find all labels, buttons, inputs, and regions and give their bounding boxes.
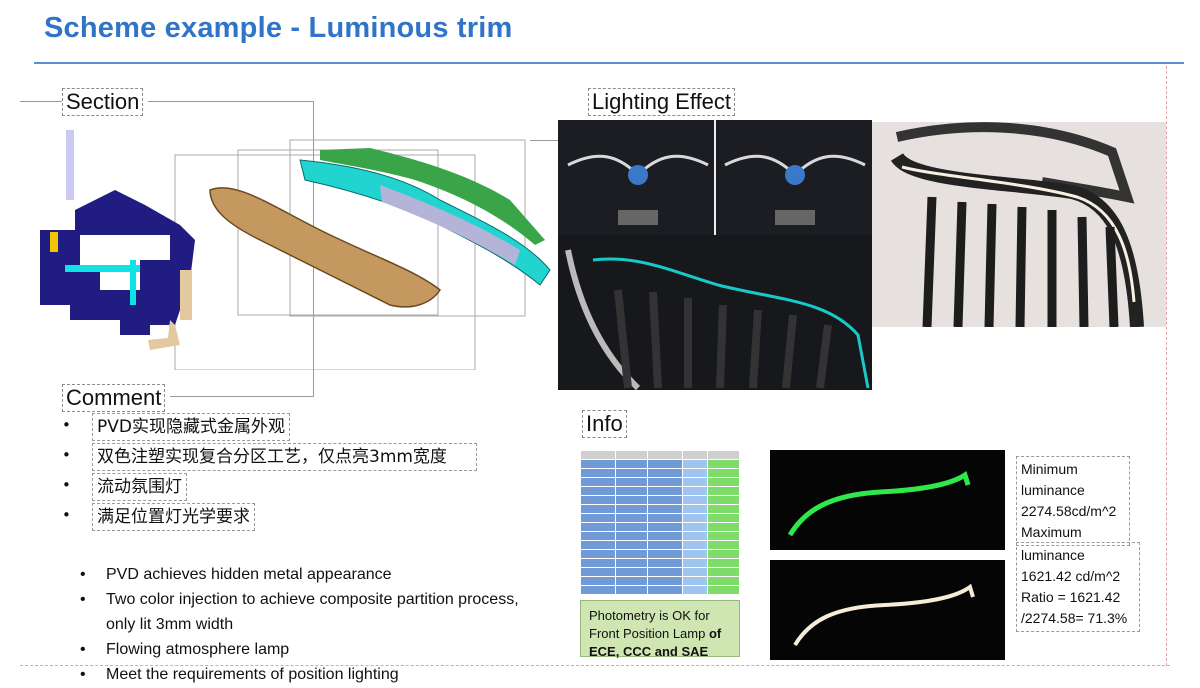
cross-section-drawing xyxy=(40,130,195,350)
lighting-photo-panel xyxy=(558,120,872,391)
grille-side-photo xyxy=(872,122,1166,328)
comment-connector xyxy=(170,396,314,397)
page-title: Scheme example - Luminous trim xyxy=(44,12,513,44)
min-luminance-box: Minimum luminance 2274.58cd/m^2 Maximum xyxy=(1016,456,1130,546)
comment-en-item: Meet the requirements of position lighti… xyxy=(80,662,550,687)
photometry-note: Photometry is OK for Front Position Lamp… xyxy=(580,600,740,659)
light-guide-part xyxy=(209,187,442,308)
comment-en-item: PVD achieves hidden metal appearance xyxy=(80,562,550,587)
white-lit-sample-photo xyxy=(770,560,1005,660)
comment-en-item: Two color injection to achieve composite… xyxy=(80,587,550,637)
green-housing-part xyxy=(320,148,545,245)
grille-photos xyxy=(558,120,872,391)
comment-en-item: Flowing atmosphere lamp xyxy=(80,637,550,662)
section-leader-line xyxy=(20,101,62,102)
grille-photo-right xyxy=(724,154,866,225)
grille-closeup-photo xyxy=(565,249,870,391)
slide-border-right xyxy=(1166,66,1167,666)
max-luminance-box: luminance 1621.42 cd/m^2 Ratio = 1621.42… xyxy=(1016,542,1140,632)
lighting-effect-label: Lighting Effect xyxy=(588,88,736,116)
info-label: Info xyxy=(582,410,627,438)
section-label: Section xyxy=(62,88,144,116)
grille-photo-left xyxy=(567,154,709,225)
comment-cn-item: • PVD实现隐藏式金属外观 xyxy=(62,413,492,441)
slide-border-bottom xyxy=(20,665,1170,666)
title-underline xyxy=(34,62,1184,64)
comment-cn-item: • 流动氛围灯 xyxy=(62,473,492,501)
comment-list-en: PVD achieves hidden metal appearance Two… xyxy=(80,562,550,687)
lighting-connector xyxy=(530,140,560,141)
green-lit-sample-photo xyxy=(770,450,1005,550)
comment-cn-item: • 双色注塑实现复合分区工艺，仅点亮3mm宽度 xyxy=(62,443,492,471)
comment-label: Comment xyxy=(62,384,166,412)
comment-list-cn: • PVD实现隐藏式金属外观 • 双色注塑实现复合分区工艺，仅点亮3mm宽度 •… xyxy=(62,413,492,531)
comment-cn-item: • 满足位置灯光学要求 xyxy=(62,503,492,531)
cad-section-illustration xyxy=(40,130,551,370)
section-connector xyxy=(148,101,314,102)
photometry-table xyxy=(580,450,740,595)
